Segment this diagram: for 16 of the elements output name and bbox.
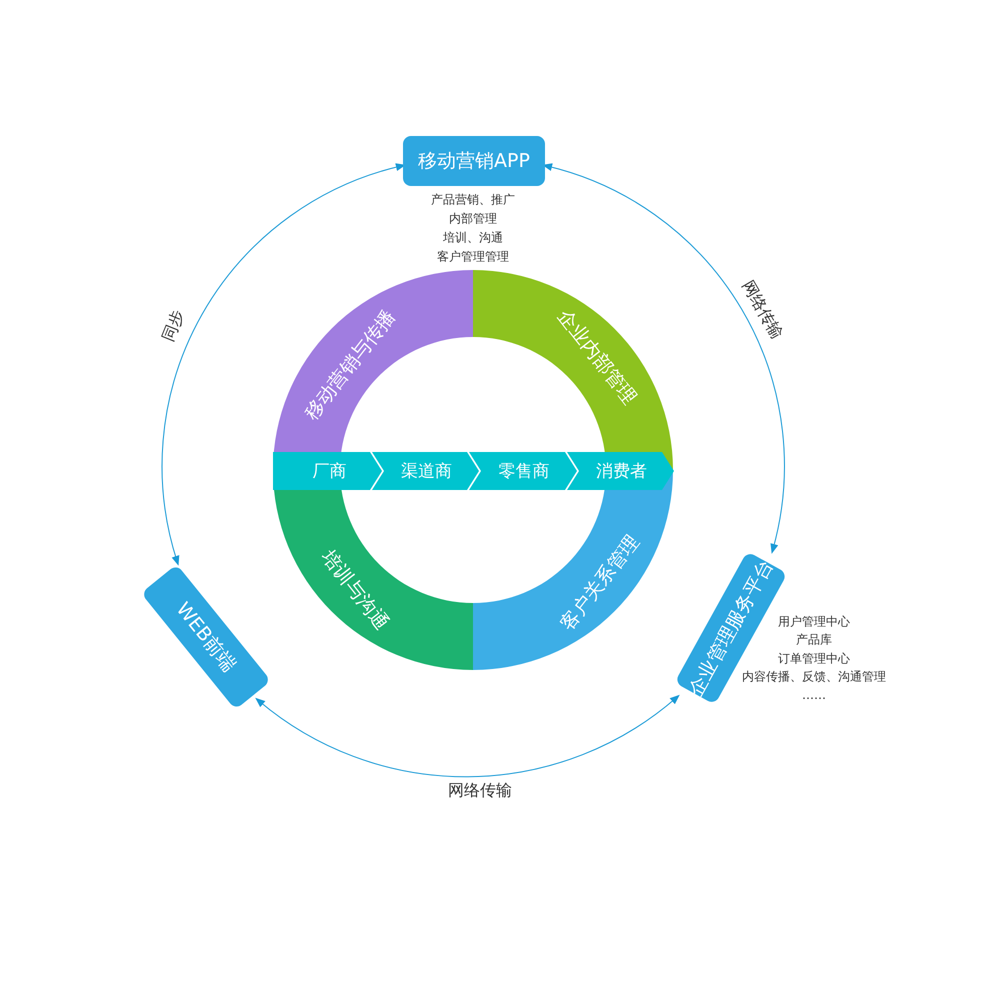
feature-text: 客户管理管理 [437, 248, 509, 266]
feature-text: 培训、沟通 [443, 230, 503, 246]
feature-text: 产品营销、推广 [431, 192, 515, 208]
chevron-label: 零售商 [498, 460, 550, 482]
app-box: 移动营销APP [403, 136, 545, 186]
chevron-label: 消费者 [596, 460, 647, 482]
segment-label: 培训与沟通 [316, 544, 394, 636]
segment-label: 企业内部管理 [552, 304, 642, 410]
feature-text: …… [802, 688, 826, 702]
feature-text: 产品库 [796, 632, 832, 649]
feature-text: 内部管理 [449, 210, 497, 228]
segment-label: 客户关系管理 [555, 530, 645, 636]
chevron-label: 厂商 [312, 460, 346, 482]
chevron-label: 渠道商 [401, 460, 452, 482]
segment-label: 移动营销与传播 [299, 304, 401, 426]
connector-arrow [254, 694, 680, 777]
